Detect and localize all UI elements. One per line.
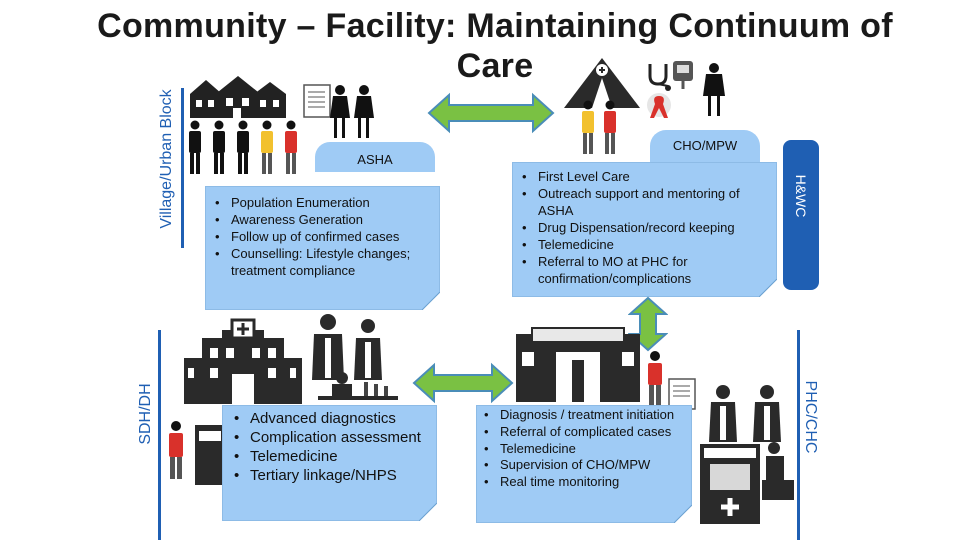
primary-health-centre-icon (516, 327, 640, 402)
left-bottom-divider (158, 330, 161, 540)
sdh-item: Advanced diagnostics (228, 409, 429, 428)
sdh-role-box: Advanced diagnostics Complication assess… (222, 405, 437, 521)
village-urban-block-label: Village/Urban Block (158, 89, 175, 229)
cho-item: Outreach support and mentoring of ASHA (516, 185, 769, 219)
asha-box-fold (422, 292, 440, 310)
sdh-item: Complication assessment (228, 428, 429, 447)
cho-item: First Level Care (516, 168, 769, 185)
phc-item: Supervision of CHO/MPW (478, 457, 684, 474)
asha-item: Awareness Generation (209, 211, 432, 228)
phc-clipboard-icon (668, 378, 696, 410)
stethoscope-icon (648, 64, 671, 91)
phc-doctor-icon (709, 385, 781, 442)
asha-worker-icon (330, 85, 374, 138)
cho-item: Referral to MO at PHC for confirmation/c… (516, 253, 769, 287)
asha-item: Follow up of confirmed cases (209, 228, 432, 245)
cho-tab-label: CHO/MPW (672, 138, 738, 153)
sdh-item: Telemedicine (228, 447, 429, 466)
cho-tab (650, 130, 760, 162)
right-bottom-divider (797, 330, 800, 540)
hwc-label: H&WC (793, 174, 809, 218)
cho-item: Drug Dispensation/record keeping (516, 219, 769, 236)
sdh-patient-icon (169, 421, 183, 479)
tent-people-icon (582, 100, 616, 154)
community-people-icon (189, 120, 297, 174)
phc-item: Referral of complicated cases (478, 424, 684, 441)
sdh-pharmacy-icon (195, 425, 225, 485)
phc-item: Diagnosis / treatment initiation (478, 407, 684, 424)
phc-item: Real time monitoring (478, 474, 684, 491)
double-arrow-horizontal (427, 92, 555, 134)
phc-role-box: Diagnosis / treatment initiation Referra… (476, 405, 692, 523)
asha-item: Population Enumeration (209, 194, 432, 211)
left-top-divider (181, 88, 184, 248)
phc-consult-icon (762, 442, 794, 500)
doctor-icon (312, 314, 382, 380)
pharmacy-icon (700, 444, 760, 524)
cho-box-fold (759, 279, 777, 297)
cho-role-box: First Level Care Outreach support and me… (512, 162, 777, 297)
lab-scientist-icon (318, 372, 398, 400)
phc-patient-icon (648, 351, 662, 405)
asha-role-box: Population Enumeration Awareness Generat… (205, 186, 440, 310)
sdh-dh-label: SDH/DH (137, 383, 154, 445)
clipboard-icon (303, 84, 331, 118)
asha-item: Counselling: Lifestyle changes; treatmen… (209, 245, 432, 279)
double-arrow-horizontal-bottom (412, 362, 514, 404)
sdh-item: Tertiary linkage/NHPS (228, 466, 429, 485)
sdh-box-fold (419, 503, 437, 521)
hospital-building-icon (184, 318, 302, 404)
cho-worker-icon (703, 63, 725, 116)
health-tent-icon (564, 58, 640, 108)
asha-tab (315, 142, 435, 172)
page-title: Community – Facility: Maintaining Contin… (97, 7, 893, 85)
houses-icon (190, 76, 286, 118)
bp-monitor-icon (673, 61, 693, 89)
phc-chc-label: PHC/CHC (802, 380, 819, 454)
cho-item: Telemedicine (516, 236, 769, 253)
phc-box-fold (674, 505, 692, 523)
red-ribbon-icon (647, 93, 671, 118)
asha-tab-label: ASHA (357, 152, 393, 167)
hwc-pill (783, 140, 819, 290)
phc-item: Telemedicine (478, 441, 684, 458)
